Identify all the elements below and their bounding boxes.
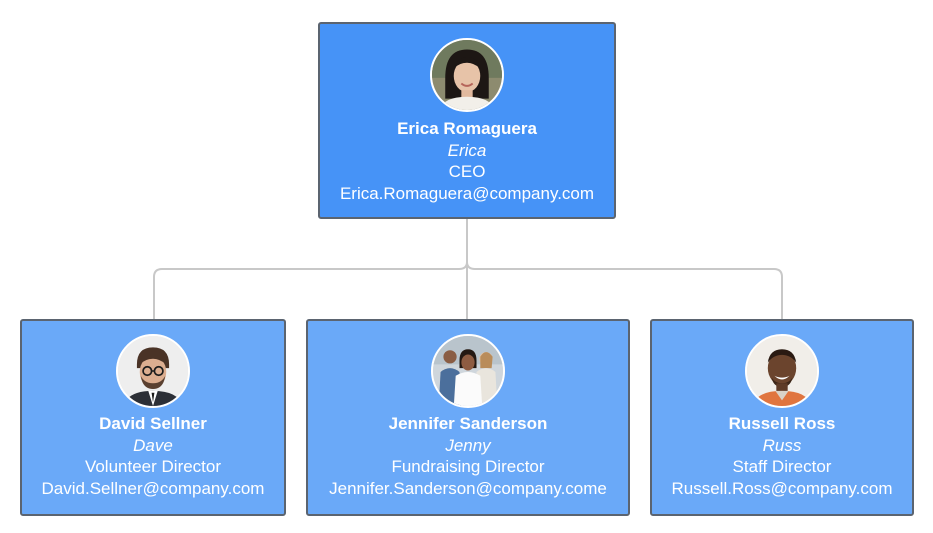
org-node-ceo[interactable]: Erica Romaguera Erica CEO Erica.Romaguer… bbox=[318, 22, 616, 219]
person-title: Staff Director bbox=[732, 457, 832, 476]
connector-to-russell bbox=[466, 261, 783, 319]
man-smiling-portrait-icon bbox=[745, 334, 819, 408]
org-node-staff-director[interactable]: Russell Ross Russ Staff Director Russell… bbox=[650, 319, 914, 516]
person-name: Russell Ross bbox=[728, 414, 836, 433]
org-node-fundraising-director[interactable]: Jennifer Sanderson Jenny Fundraising Dir… bbox=[306, 319, 630, 516]
person-email[interactable]: Jennifer.Sanderson@company.come bbox=[329, 478, 607, 498]
person-nickname: Jenny bbox=[445, 435, 491, 455]
person-email[interactable]: David.Sellner@company.com bbox=[41, 478, 265, 498]
person-name: Erica Romaguera bbox=[397, 119, 537, 138]
person-title: Fundraising Director bbox=[391, 457, 545, 476]
man-glasses-portrait-icon bbox=[116, 334, 190, 408]
person-title: Volunteer Director bbox=[84, 457, 222, 476]
person-name: David Sellner bbox=[99, 414, 207, 433]
person-nickname: Erica bbox=[447, 140, 487, 160]
group-photo-icon bbox=[431, 334, 505, 408]
woman-portrait-icon bbox=[430, 38, 504, 112]
person-email[interactable]: Russell.Ross@company.com bbox=[671, 478, 893, 498]
person-email[interactable]: Erica.Romaguera@company.com bbox=[339, 183, 595, 203]
connector-to-david bbox=[153, 261, 468, 319]
org-node-volunteer-director[interactable]: David Sellner Dave Volunteer Director Da… bbox=[20, 319, 286, 516]
person-nickname: Russ bbox=[762, 435, 802, 455]
person-nickname: Dave bbox=[133, 435, 173, 455]
person-title: CEO bbox=[448, 162, 486, 181]
person-name: Jennifer Sanderson bbox=[388, 414, 548, 433]
